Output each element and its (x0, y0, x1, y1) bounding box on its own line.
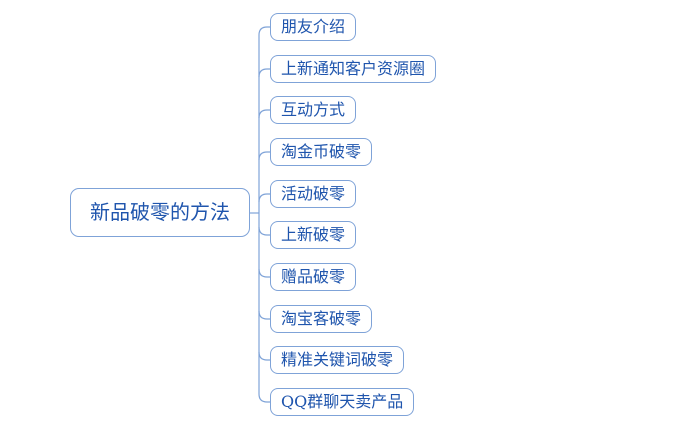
connector-path (258, 68, 270, 78)
child-node[interactable]: 淘金币破零 (270, 138, 373, 166)
child-node[interactable]: QQ群聊天卖产品 (270, 388, 415, 416)
root-node[interactable]: 新品破零的方法 (70, 188, 250, 237)
child-node[interactable]: 上新破零 (270, 221, 357, 249)
child-node[interactable]: 互动方式 (270, 96, 357, 124)
connector-path (258, 268, 270, 278)
child-node[interactable]: 上新通知客户资源圈 (270, 55, 437, 83)
child-node[interactable]: 淘宝客破零 (270, 305, 373, 333)
connector-path (258, 109, 270, 119)
child-node[interactable]: 精准关键词破零 (270, 346, 405, 374)
connector-path (258, 151, 270, 161)
child-node[interactable]: 活动破零 (270, 180, 357, 208)
child-node[interactable]: 赠品破零 (270, 263, 357, 291)
connector-path (258, 226, 270, 236)
connector-path (258, 193, 270, 203)
child-node[interactable]: 朋友介绍 (270, 13, 357, 41)
connector-path (258, 310, 270, 320)
connector-path (258, 351, 270, 361)
connector-path (258, 26, 270, 403)
